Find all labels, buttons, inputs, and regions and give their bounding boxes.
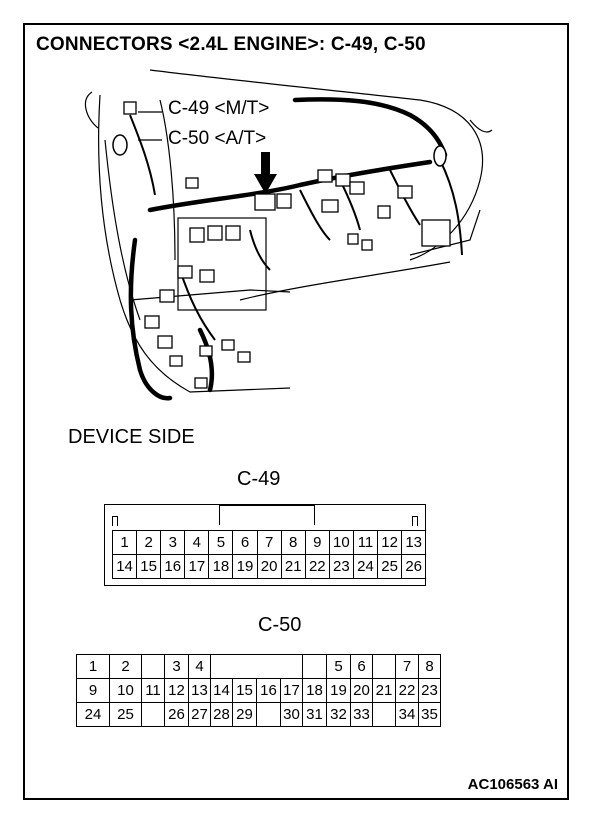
c49-pin: 19 bbox=[232, 554, 258, 579]
callout-c50: C-50 <A/T> bbox=[168, 128, 267, 149]
c50-pin: 33 bbox=[350, 702, 373, 727]
c50-pin: 1 bbox=[76, 654, 110, 679]
c49-pin: 13 bbox=[401, 530, 427, 555]
c49-latch-right bbox=[412, 516, 418, 526]
device-side-label: DEVICE SIDE bbox=[68, 426, 195, 448]
c50-pin: 9 bbox=[76, 678, 110, 703]
c49-pin: 18 bbox=[208, 554, 234, 579]
c50-pin: 14 bbox=[210, 678, 233, 703]
c49-pin: 7 bbox=[256, 530, 282, 555]
c50-pin: 15 bbox=[232, 678, 257, 703]
c50-pin: 25 bbox=[109, 702, 142, 727]
c50-pin: 28 bbox=[210, 702, 233, 727]
c50-pin: 6 bbox=[350, 654, 373, 679]
c50-empty-cavity bbox=[141, 654, 165, 679]
c50-pin: 12 bbox=[164, 678, 189, 703]
c49-pin: 8 bbox=[280, 530, 306, 555]
c49-pin: 23 bbox=[328, 554, 354, 579]
harness-trunk bbox=[128, 97, 448, 401]
c50-pin: 3 bbox=[164, 654, 189, 679]
c50-pin: 8 bbox=[418, 654, 441, 679]
c50-pin: 31 bbox=[302, 702, 327, 727]
c50-pin: 16 bbox=[256, 678, 281, 703]
figure-reference-code: AC106563 AI bbox=[467, 776, 558, 793]
c49-pin: 6 bbox=[232, 530, 258, 555]
c49-pin: 15 bbox=[136, 554, 162, 579]
arrow-down-icon bbox=[254, 152, 277, 194]
c50-pin: 17 bbox=[280, 678, 303, 703]
c49-pin: 4 bbox=[184, 530, 210, 555]
c50-pin: 7 bbox=[395, 654, 419, 679]
c50-pin: 11 bbox=[141, 678, 165, 703]
c49-pin: 5 bbox=[208, 530, 234, 555]
c50-pin: 34 bbox=[395, 702, 419, 727]
c50-empty-cavity bbox=[372, 654, 396, 679]
c49-pin: 20 bbox=[256, 554, 282, 579]
c49-pin: 1 bbox=[111, 530, 138, 555]
c49-pin: 21 bbox=[280, 554, 306, 579]
c49-pin: 3 bbox=[160, 530, 186, 555]
harness-branches bbox=[129, 114, 463, 341]
c50-empty-cavity bbox=[302, 654, 327, 679]
c49-latch-left bbox=[112, 516, 118, 526]
c50-label: C-50 bbox=[258, 614, 302, 636]
c50-pin: 19 bbox=[326, 678, 351, 703]
figure-title: CONNECTORS <2.4L ENGINE>: C-49, C-50 bbox=[36, 34, 426, 55]
c50-pin: 35 bbox=[418, 702, 441, 727]
c49-pin: 12 bbox=[377, 530, 403, 555]
c49-pin: 14 bbox=[111, 554, 138, 579]
c49-pin: 24 bbox=[352, 554, 379, 579]
c50-pin: 26 bbox=[164, 702, 189, 727]
c50-pin: 24 bbox=[76, 702, 110, 727]
callout-leaders bbox=[138, 111, 162, 141]
c50-pin: 10 bbox=[109, 678, 142, 703]
connector-blocks bbox=[123, 101, 451, 389]
c49-pin: 11 bbox=[352, 530, 379, 555]
c49-pin: 2 bbox=[136, 530, 162, 555]
c50-pin: 32 bbox=[326, 702, 351, 727]
c50-empty-cavity bbox=[372, 702, 396, 727]
c49-label: C-49 bbox=[237, 468, 281, 490]
c50-key-cavity bbox=[210, 654, 303, 679]
c50-pin: 30 bbox=[280, 702, 303, 727]
c50-pin: 21 bbox=[372, 678, 396, 703]
c50-pin: 2 bbox=[109, 654, 142, 679]
c50-pin: 29 bbox=[232, 702, 257, 727]
c50-pin: 18 bbox=[302, 678, 327, 703]
figure-frame bbox=[23, 23, 569, 800]
c49-pin: 22 bbox=[304, 554, 330, 579]
c50-empty-cavity bbox=[256, 702, 281, 727]
c50-pin: 27 bbox=[188, 702, 211, 727]
c50-pin: 22 bbox=[395, 678, 419, 703]
c49-pin: 16 bbox=[160, 554, 186, 579]
callout-c49: C-49 <M/T> bbox=[168, 98, 270, 119]
c49-pin: 9 bbox=[304, 530, 330, 555]
grommets bbox=[112, 134, 447, 167]
c49-pin: 17 bbox=[184, 554, 210, 579]
c50-empty-cavity bbox=[141, 702, 165, 727]
c50-pin: 23 bbox=[418, 678, 441, 703]
c50-pin: 4 bbox=[188, 654, 211, 679]
c49-pin: 10 bbox=[328, 530, 354, 555]
c50-pin: 20 bbox=[350, 678, 373, 703]
c49-connector-key bbox=[219, 505, 315, 525]
c49-pin: 26 bbox=[401, 554, 427, 579]
c50-pin: 5 bbox=[326, 654, 351, 679]
c49-pin: 25 bbox=[377, 554, 403, 579]
c50-pin: 13 bbox=[188, 678, 211, 703]
